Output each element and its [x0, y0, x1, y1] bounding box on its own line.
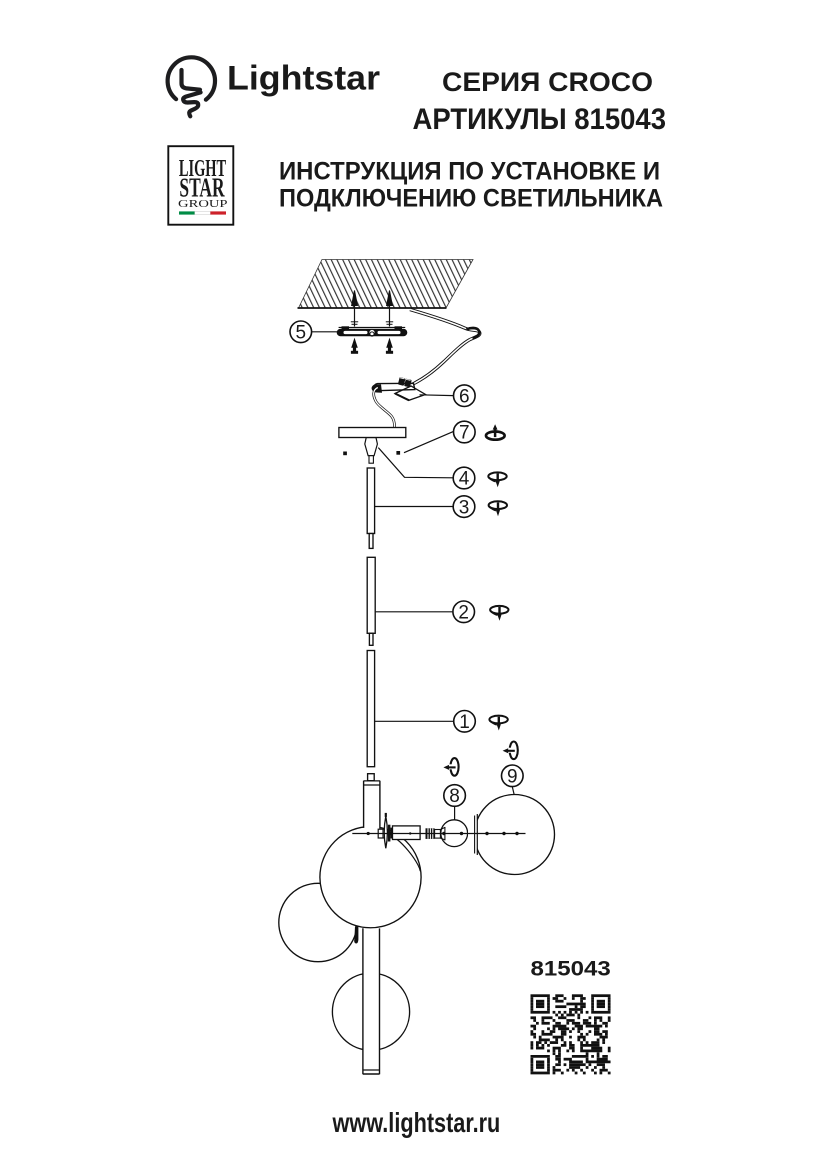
svg-text:815043: 815043: [531, 957, 611, 980]
svg-text:9: 9: [507, 767, 518, 788]
svg-text:www.lightstar.ru: www.lightstar.ru: [332, 1107, 501, 1138]
svg-text:Lightstar: Lightstar: [227, 60, 380, 98]
svg-text:3: 3: [459, 497, 470, 518]
svg-text:8: 8: [449, 786, 460, 807]
svg-text:GROUP: GROUP: [178, 198, 228, 210]
svg-text:1: 1: [459, 712, 470, 733]
svg-text:7: 7: [459, 423, 470, 444]
svg-text:АРТИКУЛЫ 815043: АРТИКУЛЫ 815043: [413, 103, 667, 136]
svg-text:5: 5: [296, 323, 307, 344]
svg-text:LIGHT: LIGHT: [179, 155, 226, 182]
svg-text:STAR: STAR: [179, 171, 225, 202]
svg-text:6: 6: [459, 386, 470, 407]
svg-text:ПОДКЛЮЧЕНИЮ СВЕТИЛЬНИКА: ПОДКЛЮЧЕНИЮ СВЕТИЛЬНИКА: [279, 185, 663, 213]
svg-text:СЕРИЯ CROCO: СЕРИЯ CROCO: [442, 67, 653, 97]
svg-text:4: 4: [459, 469, 470, 490]
svg-text:2: 2: [458, 603, 469, 624]
svg-text:ИНСТРУКЦИЯ ПО УСТАНОВКЕ И: ИНСТРУКЦИЯ ПО УСТАНОВКЕ И: [279, 157, 660, 185]
